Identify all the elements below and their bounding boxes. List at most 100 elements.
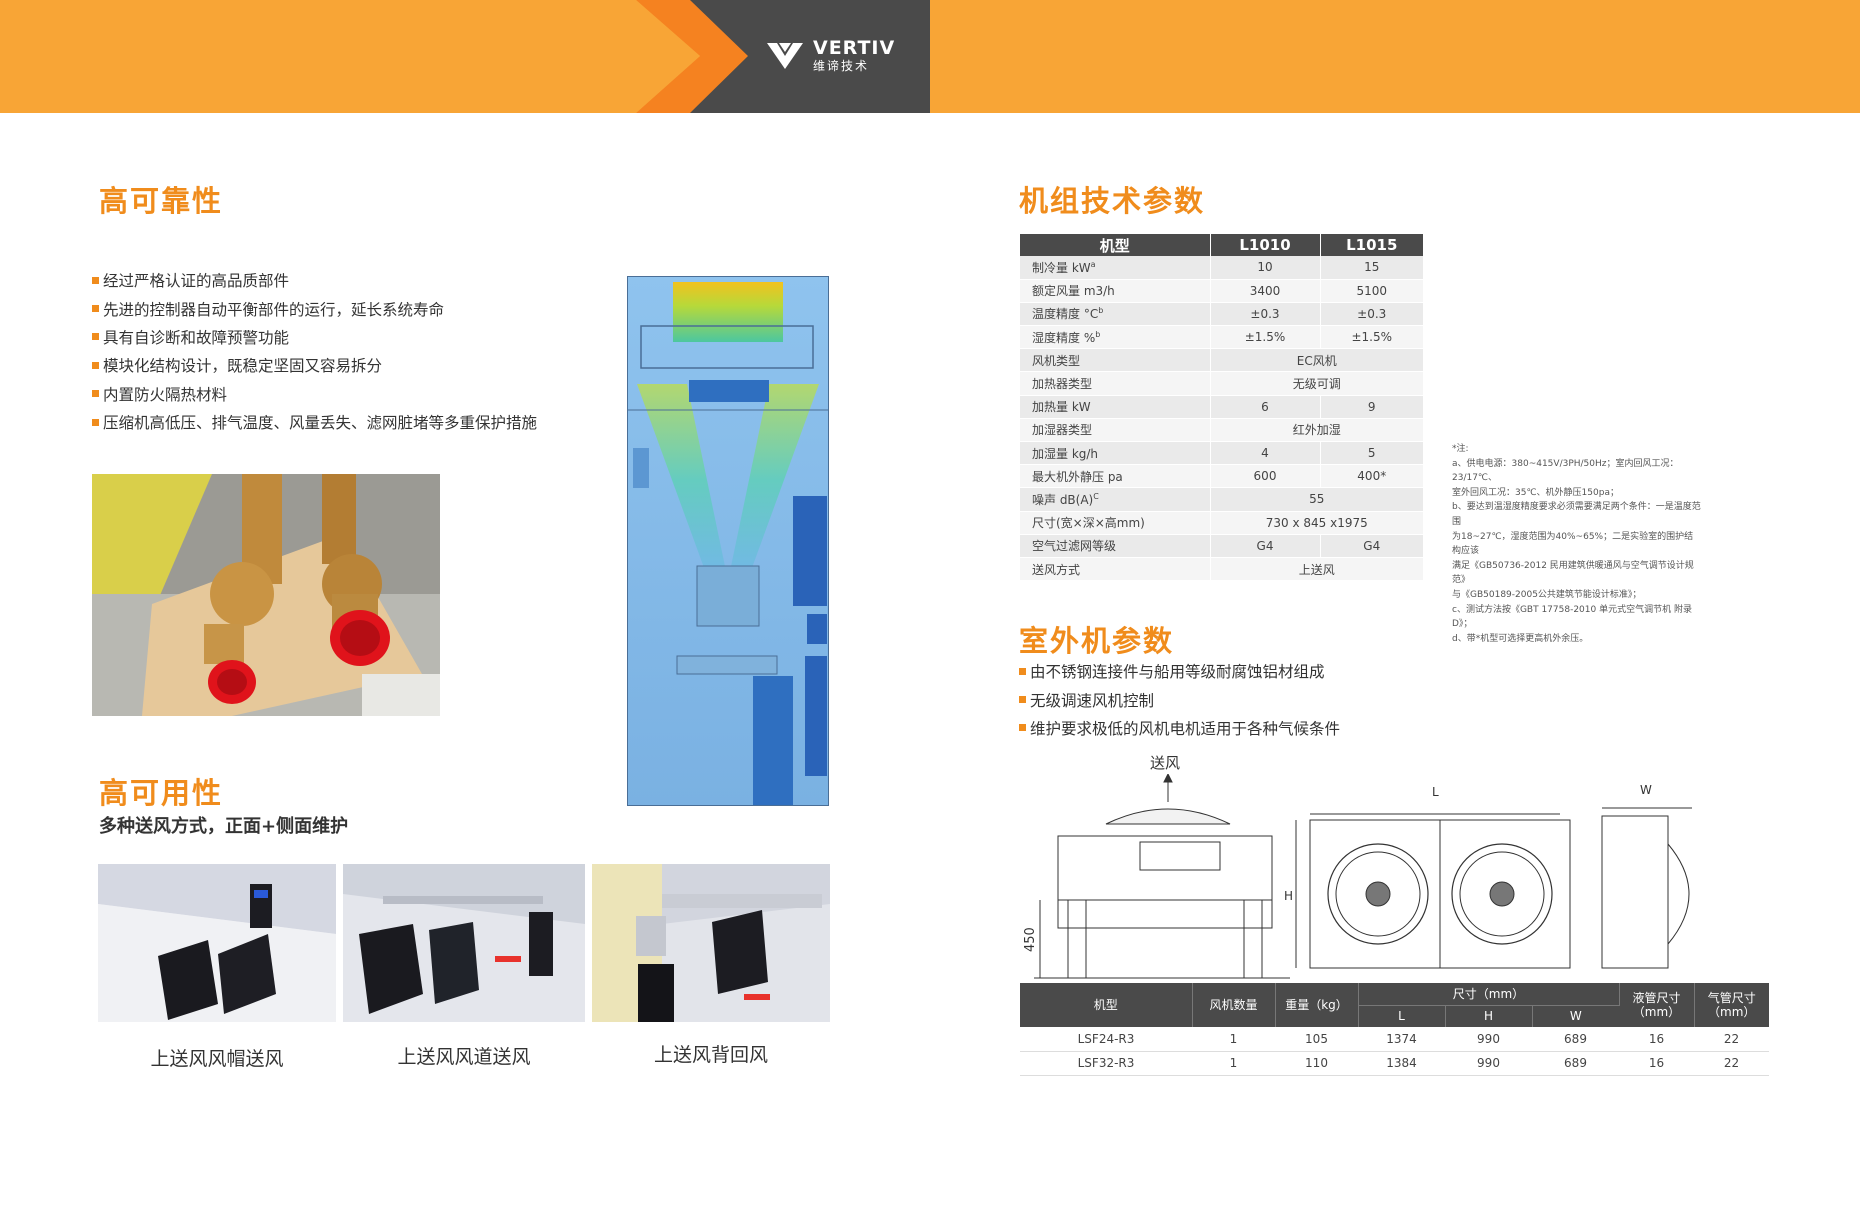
column-header-liquid-pipe: 液管尺寸（mm）: [1619, 983, 1695, 1027]
table-row: LSF32-R3 1 110 1384 990 689 16 22: [1020, 1051, 1769, 1076]
cell-l: 1384: [1358, 1051, 1445, 1076]
cell-label: 空气过滤网等级: [1020, 534, 1211, 558]
table-row: 湿度精度 %b±1.5%±1.5%: [1020, 325, 1423, 350]
cell-value: EC风机: [1210, 348, 1423, 373]
cell-label: 加热量 kW: [1020, 395, 1211, 419]
bullet-square-icon: [92, 418, 99, 426]
note-line: *注:: [1452, 444, 1469, 454]
footnote-marker: b: [1098, 306, 1104, 316]
cell-label: 最大机外静压 pa: [1020, 464, 1211, 489]
cell-label: 加湿器类型: [1020, 418, 1211, 443]
outdoor-title: 室外机参数: [1019, 624, 1175, 658]
cell-value: 730 x 845 x1975: [1210, 511, 1423, 535]
cell-value: G4: [1210, 534, 1321, 558]
cell-gas: 22: [1694, 1051, 1769, 1076]
cell-value: ±1.5%: [1320, 325, 1423, 350]
banner-shapes: [636, 0, 930, 113]
list-item: 先进的控制器自动平衡部件的运行，延长系统寿命: [92, 294, 537, 322]
airflow-simulation-image: [627, 276, 829, 806]
cell-w: 689: [1532, 1027, 1619, 1052]
reliability-bullets: 经过严格认证的高品质部件 先进的控制器自动平衡部件的运行，延长系统寿命 具有自诊…: [92, 266, 537, 436]
cell-value: 4: [1210, 441, 1321, 466]
cell-fans: 1: [1192, 1051, 1275, 1076]
caption-hood: 上送风风帽送风: [150, 1048, 284, 1070]
bullet-square-icon: [92, 390, 99, 398]
cell-label: 湿度精度 %b: [1020, 325, 1211, 350]
cell-weight: 105: [1275, 1027, 1358, 1052]
cell-l: 1374: [1358, 1027, 1445, 1052]
caption-back-return: 上送风背回风: [653, 1044, 768, 1066]
table-header-row: L H W: [1020, 1005, 1769, 1027]
outdoor-bullets: 由不锈钢连接件与船用等级耐腐蚀铝材组成 无级调速风机控制 维护要求极低的风机电机…: [1019, 657, 1340, 742]
cell-value: 6: [1210, 395, 1321, 419]
column-header-l1015: L1015: [1320, 234, 1423, 256]
specs-notes: *注:a、供电电源：380~415V/3PH/50Hz；室内回风工况：23/17…: [1452, 442, 1702, 646]
note-line: 满足《GB50736-2012 民用建筑供暖通风与空气调节设计规范》: [1452, 560, 1694, 586]
cell-value: 400*: [1320, 464, 1423, 489]
cell-liquid: 16: [1619, 1051, 1694, 1076]
column-header-size: 尺寸（mm）: [1358, 983, 1620, 1006]
cell-label: 温度精度 °Cb: [1020, 302, 1211, 327]
caption-duct: 上送风风道送风: [397, 1046, 531, 1068]
table-header-row: 机型 L1010 L1015: [1020, 234, 1423, 256]
cell-value: ±0.3: [1320, 302, 1423, 327]
airflow-label: 送风: [1150, 754, 1181, 772]
bullet-square-icon: [1019, 667, 1026, 675]
column-header-l1010: L1010: [1210, 234, 1321, 256]
cell-h: 990: [1445, 1027, 1532, 1052]
note-line: 为18~27℃，湿度范围为40%~65%；二是实验室的围护结构应该: [1452, 531, 1694, 557]
reliability-title: 高可靠性: [99, 184, 224, 218]
cell-label: 送风方式: [1020, 557, 1211, 582]
dimension-h-label: H: [1284, 889, 1293, 903]
table-header-row: 机型 风机数量 重量（kg） 尺寸（mm） 液管尺寸（mm） 气管尺寸（mm）: [1020, 983, 1769, 1027]
cell-value: ±0.3: [1210, 302, 1321, 327]
specs-title: 机组技术参数: [1019, 184, 1206, 218]
availability-title: 高可用性: [99, 776, 224, 810]
list-item: 模块化结构设计，既稳定坚固又容易拆分: [92, 351, 537, 379]
table-row: 温度精度 °Cb±0.3±0.3: [1020, 302, 1423, 327]
list-item: 由不锈钢连接件与船用等级耐腐蚀铝材组成: [1019, 657, 1340, 685]
cell-w: 689: [1532, 1051, 1619, 1076]
table-row: LSF24-R3 1 105 1374 990 689 16 22: [1020, 1027, 1769, 1052]
cell-value: 600: [1210, 464, 1321, 489]
column-header-l: L: [1358, 1005, 1446, 1027]
vertiv-mark-icon: [767, 43, 803, 69]
cell-value: ±1.5%: [1210, 325, 1321, 350]
list-item: 经过严格认证的高品质部件: [92, 266, 537, 294]
note-line: b、要达到温湿度精度要求必须需要满足两个条件：一是温度范围: [1452, 502, 1701, 527]
column-header-w: W: [1532, 1005, 1619, 1027]
valve-photo: [92, 474, 440, 716]
top-discharge-duct-image: [343, 864, 585, 1022]
cell-gas: 22: [1694, 1027, 1769, 1052]
header-banner: VERTIV 维谛技术: [0, 0, 1860, 113]
cell-value: 无级可调: [1210, 371, 1423, 396]
list-item: 维护要求极低的风机电机适用于各种气候条件: [1019, 714, 1340, 742]
list-item: 具有自诊断和故障预警功能: [92, 323, 537, 351]
cell-h: 990: [1445, 1051, 1532, 1076]
cell-fans: 1: [1192, 1027, 1275, 1052]
footnote-marker: b: [1095, 329, 1101, 339]
side-elevation-drawing: [1034, 774, 1290, 979]
cell-weight: 110: [1275, 1051, 1358, 1076]
table-row: 加热器类型无级可调: [1020, 371, 1423, 396]
dimension-l-label: L: [1432, 785, 1439, 799]
side-view-w-drawing: [1601, 807, 1692, 969]
cell-label: 制冷量 kWa: [1020, 256, 1211, 280]
cell-value: 10: [1210, 256, 1321, 280]
list-item: 内置防火隔热材料: [92, 380, 537, 408]
note-line: 与《GB50189-2005公共建筑节能设计标准》；: [1452, 589, 1642, 600]
cell-value: G4: [1320, 534, 1423, 558]
outdoor-table: 机型 风机数量 重量（kg） 尺寸（mm） 液管尺寸（mm） 气管尺寸（mm） …: [1020, 983, 1769, 1076]
cell-value: 上送风: [1210, 557, 1423, 582]
column-header-fans: 风机数量: [1192, 983, 1276, 1027]
cell-model: LSF24-R3: [1020, 1027, 1192, 1052]
table-row: 送风方式上送风: [1020, 557, 1423, 582]
column-header-model: 机型: [1020, 983, 1193, 1027]
logo-chinese-name: 维谛技术: [813, 59, 870, 73]
cell-label: 额定风量 m3/h: [1020, 279, 1211, 303]
